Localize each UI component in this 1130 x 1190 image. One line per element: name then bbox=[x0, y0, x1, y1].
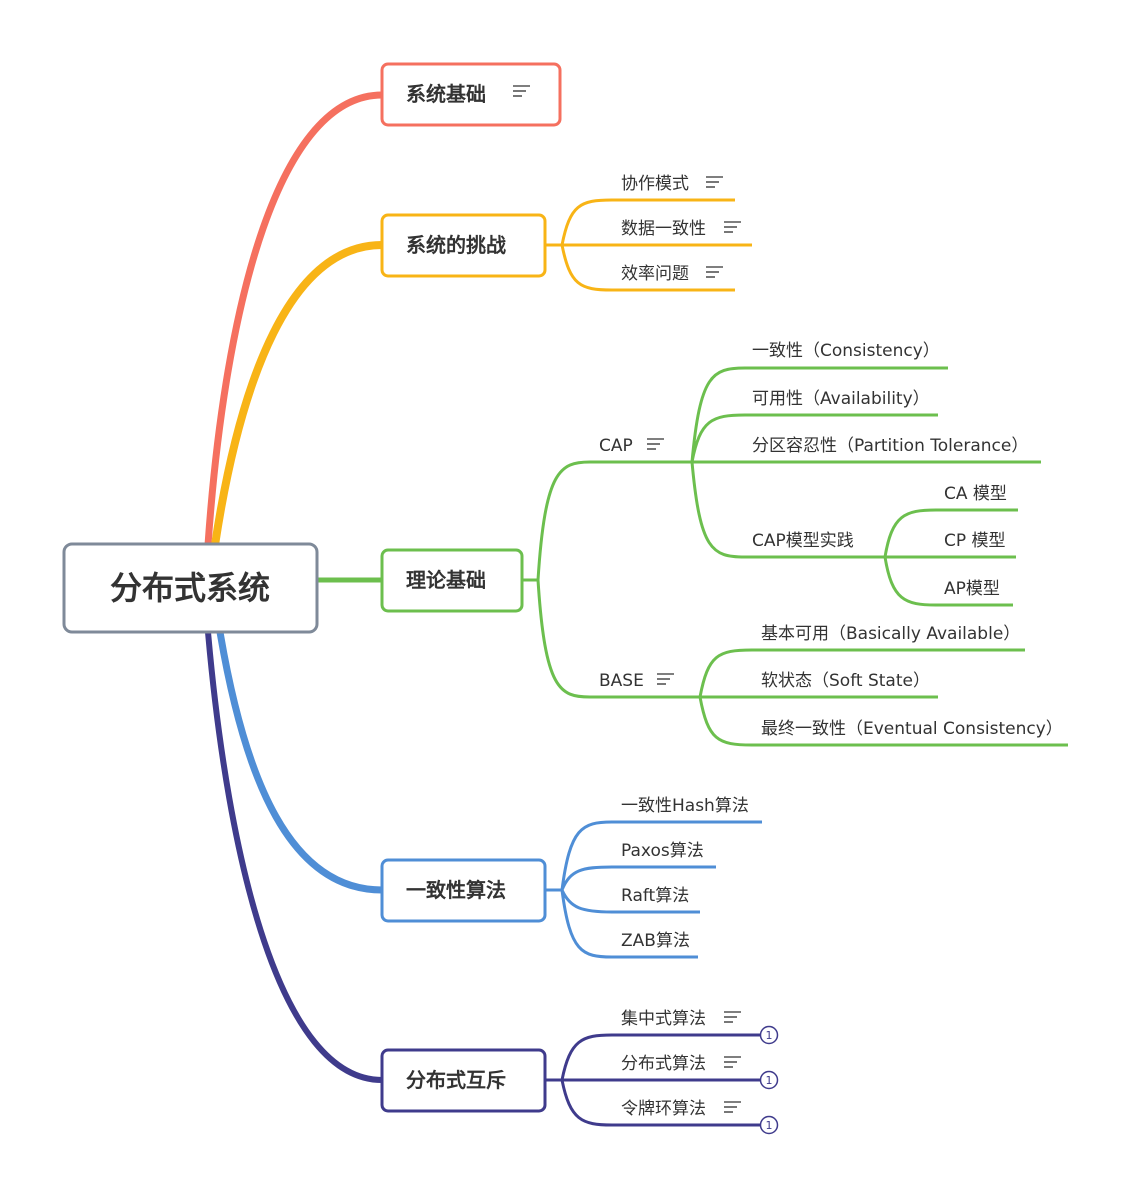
root-title: 分布式系统 bbox=[110, 569, 270, 607]
topic-system-foundation[interactable]: 系统基础 bbox=[380, 62, 562, 127]
algo-consistent-hash[interactable]: 一致性Hash算法 bbox=[621, 796, 749, 816]
leaf-label: 集中式算法 bbox=[621, 1009, 706, 1029]
main-connectors bbox=[204, 91, 386, 1083]
root-node[interactable]: 分布式系统 bbox=[62, 542, 319, 634]
leaf-label: 最终一致性（Eventual Consistency） bbox=[761, 719, 1063, 739]
connector-root-challenges bbox=[211, 241, 386, 549]
algo-paxos[interactable]: Paxos算法 bbox=[621, 841, 704, 861]
subtopic-cap[interactable]: CAP bbox=[599, 436, 665, 456]
base-soft-state[interactable]: 软状态（Soft State） bbox=[761, 671, 930, 691]
subtopic-base[interactable]: BASE bbox=[599, 671, 675, 691]
subtopic-efficiency-issues[interactable]: 效率问题 bbox=[621, 264, 724, 284]
cap-cp-model[interactable]: CP 模型 bbox=[944, 531, 1006, 551]
subtopic-label: 数据一致性 bbox=[621, 219, 706, 239]
topic-label: 一致性算法 bbox=[406, 878, 506, 902]
challenges-connectors bbox=[546, 198, 752, 292]
cap-partition-tolerance[interactable]: 分区容忍性（Partition Tolerance） bbox=[752, 436, 1028, 456]
leaf-label: 分区容忍性（Partition Tolerance） bbox=[752, 436, 1028, 456]
algo-raft[interactable]: Raft算法 bbox=[621, 886, 689, 906]
leaf-label: 基本可用（Basically Available） bbox=[761, 624, 1020, 644]
subtopic-label: BASE bbox=[599, 671, 644, 691]
base-eventual-consistency[interactable]: 最终一致性（Eventual Consistency） bbox=[761, 719, 1063, 739]
subtopic-collaboration-mode[interactable]: 协作模式 bbox=[621, 174, 724, 194]
consensus-connectors bbox=[546, 820, 762, 959]
leaf-label: Raft算法 bbox=[621, 886, 689, 906]
cap-availability[interactable]: 可用性（Availability） bbox=[752, 389, 930, 409]
collapse-badge[interactable]: 1 bbox=[759, 1025, 779, 1045]
notes-icon[interactable] bbox=[723, 1011, 742, 1023]
subtopic-label: 协作模式 bbox=[621, 174, 689, 194]
leaf-label: CP 模型 bbox=[944, 531, 1006, 551]
topic-theory-foundation[interactable]: 理论基础 bbox=[380, 548, 524, 613]
mutex-connectors bbox=[546, 1033, 760, 1127]
subtopic-data-consistency[interactable]: 数据一致性 bbox=[621, 219, 742, 239]
leaf-label: ZAB算法 bbox=[621, 931, 690, 951]
subtopic-label: CAP bbox=[599, 436, 633, 456]
topic-label: 系统的挑战 bbox=[406, 233, 506, 257]
leaf-label: 可用性（Availability） bbox=[752, 389, 930, 409]
leaf-label: AP模型 bbox=[944, 579, 1000, 599]
topic-label: 分布式互斥 bbox=[406, 1068, 506, 1092]
leaf-label: 一致性Hash算法 bbox=[621, 796, 749, 816]
connector-root-mutex bbox=[205, 629, 385, 1083]
base-basically-available[interactable]: 基本可用（Basically Available） bbox=[761, 624, 1020, 644]
notes-icon[interactable] bbox=[723, 221, 742, 233]
cap-ca-model[interactable]: CA 模型 bbox=[944, 484, 1007, 504]
cap-model-practice[interactable]: CAP模型实践 bbox=[752, 531, 854, 551]
theory-connectors bbox=[522, 366, 1068, 747]
cap-consistency[interactable]: 一致性（Consistency） bbox=[752, 341, 940, 361]
topic-label: 理论基础 bbox=[406, 568, 486, 592]
collapse-badge[interactable]: 1 bbox=[759, 1070, 779, 1090]
mutex-centralized[interactable]: 集中式算法 1 bbox=[621, 1009, 779, 1045]
notes-icon[interactable] bbox=[723, 1101, 742, 1113]
subtopic-label: 效率问题 bbox=[621, 264, 689, 284]
leaf-label: CA 模型 bbox=[944, 484, 1007, 504]
notes-icon[interactable] bbox=[646, 438, 665, 450]
connector-root-consensus bbox=[216, 628, 386, 894]
topic-label: 系统基础 bbox=[406, 82, 486, 106]
topic-distributed-mutex[interactable]: 分布式互斥 bbox=[380, 1048, 547, 1113]
badge-count: 1 bbox=[766, 1119, 773, 1132]
mutex-distributed[interactable]: 分布式算法 1 bbox=[621, 1054, 779, 1090]
collapse-badge[interactable]: 1 bbox=[759, 1115, 779, 1135]
leaf-label: CAP模型实践 bbox=[752, 531, 854, 551]
badge-count: 1 bbox=[766, 1074, 773, 1087]
topic-system-challenges[interactable]: 系统的挑战 bbox=[380, 198, 752, 292]
notes-icon[interactable] bbox=[656, 673, 675, 685]
leaf-label: 软状态（Soft State） bbox=[761, 671, 930, 691]
leaf-label: 分布式算法 bbox=[621, 1054, 706, 1074]
badge-count: 1 bbox=[766, 1029, 773, 1042]
notes-icon[interactable] bbox=[705, 266, 724, 278]
mutex-token-ring[interactable]: 令牌环算法 1 bbox=[621, 1099, 779, 1135]
notes-icon[interactable] bbox=[705, 176, 724, 188]
cap-ap-model[interactable]: AP模型 bbox=[944, 579, 1000, 599]
leaf-label: 一致性（Consistency） bbox=[752, 341, 940, 361]
topic-consensus-algorithms[interactable]: 一致性算法 bbox=[380, 858, 547, 923]
connector-root-foundation bbox=[204, 91, 386, 549]
leaf-label: Paxos算法 bbox=[621, 841, 704, 861]
notes-icon[interactable] bbox=[723, 1056, 742, 1068]
leaf-label: 令牌环算法 bbox=[621, 1099, 706, 1119]
algo-zab[interactable]: ZAB算法 bbox=[621, 931, 690, 951]
